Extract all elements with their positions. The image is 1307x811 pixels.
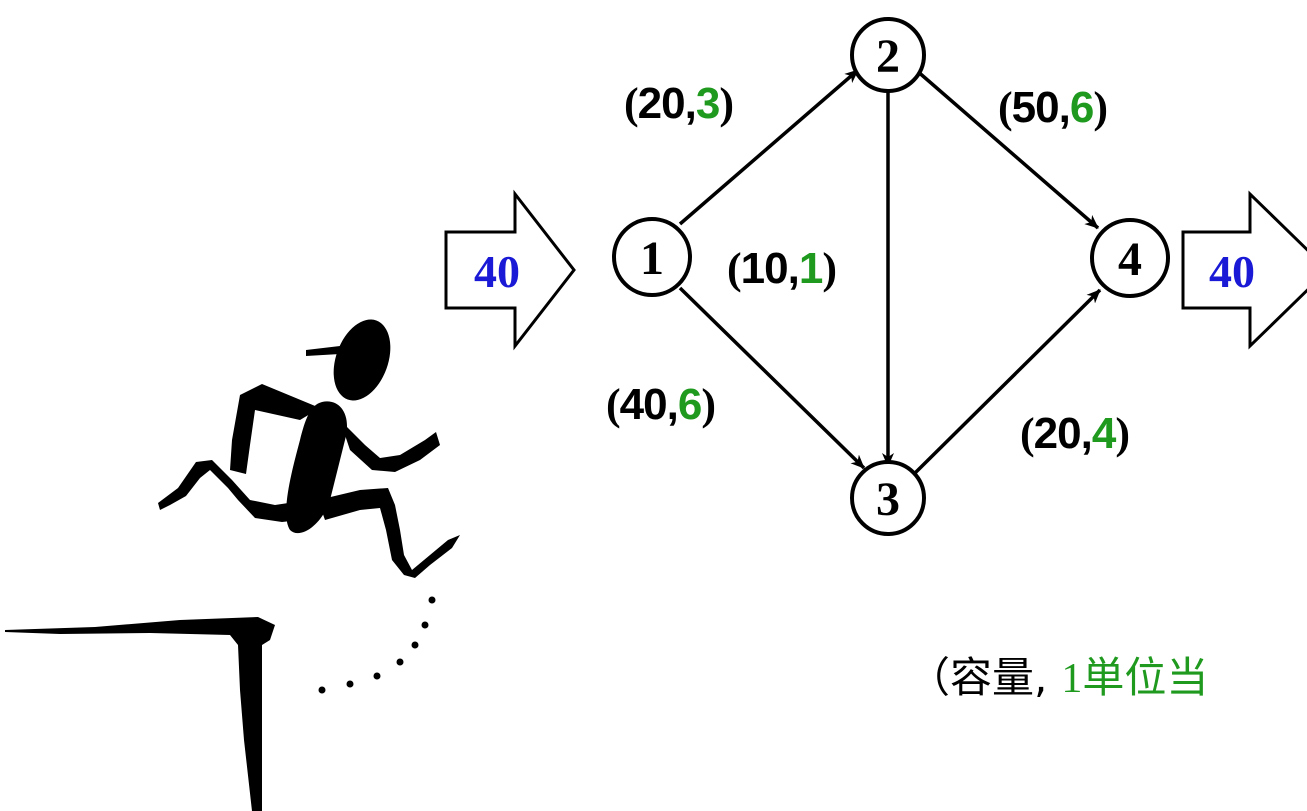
jump-trajectory-dots: [318, 596, 436, 694]
supply-arrow: 40: [444, 189, 576, 351]
runner-back-arm: [230, 384, 320, 474]
edge-1-2: [678, 68, 860, 226]
node-4: 4: [1090, 218, 1170, 298]
runner-torso: [286, 401, 348, 534]
node-1-label: 1: [640, 232, 664, 285]
edge-2-3-capacity: 10: [741, 244, 788, 293]
node-3-label: 3: [876, 473, 900, 526]
edge-label-1-3: (40,6): [606, 380, 715, 429]
edge-1-3-capacity: 40: [620, 380, 667, 429]
legend: （容量, 1単位当: [908, 653, 1208, 702]
edge-2-4: [914, 68, 1100, 230]
edge-1-2-cost: 3: [696, 79, 719, 128]
runner-front-arm: [340, 420, 440, 472]
node-3: 3: [850, 460, 926, 536]
legend-open-paren: （: [908, 653, 950, 702]
edge-3-4-cost: 4: [1092, 409, 1117, 458]
edges: [678, 68, 1102, 476]
cliff-edge-icon: [5, 617, 275, 811]
edge-1-2-capacity: 20: [638, 79, 685, 128]
node-1: 1: [612, 217, 692, 297]
edge-2-4-cost: 6: [1070, 83, 1093, 132]
demand-value: 40: [1209, 246, 1255, 297]
edge-3-4: [912, 288, 1102, 476]
legend-capacity-label: 容量: [950, 653, 1034, 702]
node-2-label: 2: [876, 30, 900, 83]
runner-back-leg: [158, 460, 300, 522]
demand-arrow: 40: [1181, 190, 1307, 350]
runner-head: [333, 319, 391, 401]
runner-front-leg: [318, 488, 460, 578]
node-2: 2: [850, 17, 926, 93]
legend-cost-label: 単位当: [1082, 653, 1208, 702]
legend-cost-prefix: 1: [1061, 656, 1082, 702]
edge-label-1-2: (20,3): [624, 79, 733, 128]
edge-1-3: [678, 286, 866, 470]
edge-3-4-capacity: 20: [1034, 409, 1081, 458]
legend-separator: ,: [1034, 653, 1047, 702]
edge-label-2-3: (10,1): [727, 244, 836, 293]
edge-1-3-cost: 6: [678, 380, 701, 429]
edge-label-3-4: (20,4): [1020, 409, 1129, 458]
edge-label-2-4: (50,6): [998, 83, 1107, 132]
edge-2-3-cost: 1: [799, 244, 823, 293]
node-4-label: 4: [1118, 233, 1142, 286]
running-man-jumping-off-cliff-icon: [5, 319, 460, 811]
edge-2-4-capacity: 50: [1012, 83, 1059, 132]
supply-value: 40: [474, 246, 520, 297]
